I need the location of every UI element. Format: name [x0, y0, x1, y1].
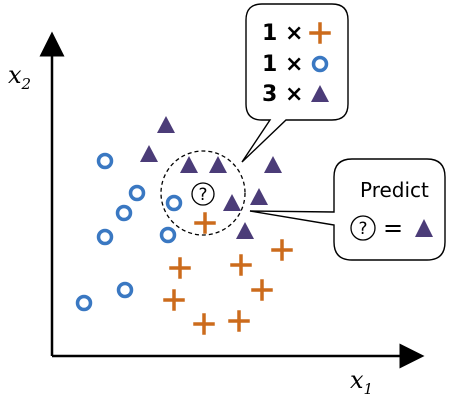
predict-query-symbol: ? [358, 219, 367, 239]
query-point: ? [191, 182, 215, 206]
predict-result-triangle-icon [415, 219, 433, 237]
circle-points [75, 152, 183, 312]
circle-point [165, 194, 183, 212]
predict-bubble: Predict ? = [249, 158, 446, 261]
neighbors-count-plus: 1 × [262, 21, 303, 46]
circle-point [116, 281, 134, 299]
plus-point [169, 257, 191, 279]
neighbors-bubble: 1 × 1 × 3 × [241, 3, 349, 163]
plus-point [228, 310, 250, 332]
triangle-point [140, 145, 158, 162]
predict-query-circle [350, 215, 376, 241]
predict-title: Predict [360, 178, 429, 202]
y-axis-label: x2 [8, 61, 31, 93]
triangle-point [223, 194, 241, 211]
circle-point [75, 294, 93, 312]
circle-point [96, 228, 114, 246]
plus-point [230, 254, 252, 276]
triangle-point [209, 156, 227, 173]
triangle-icon [311, 85, 329, 102]
triangle-point [157, 116, 175, 133]
neighborhood-circle [160, 150, 246, 236]
x-axis-label: x1 [350, 366, 373, 398]
plus-point [193, 313, 215, 335]
circle-point [159, 226, 177, 244]
neighbors-count-circle: 1 × [262, 52, 303, 77]
triangle-points [140, 116, 282, 239]
triangle-point [236, 222, 254, 239]
circle-point [115, 204, 133, 222]
plus-points [163, 212, 293, 335]
circle-point [128, 184, 146, 202]
triangle-point [250, 188, 268, 205]
plus-point [271, 239, 293, 261]
query-point-symbol: ? [198, 185, 207, 205]
plus-point [194, 212, 216, 234]
circle-icon [311, 55, 329, 73]
predict-equals: = [383, 214, 403, 242]
triangle-point [264, 156, 282, 173]
plus-icon [309, 22, 331, 44]
plus-point [251, 279, 273, 301]
plus-point [163, 289, 185, 311]
circle-point [96, 152, 114, 170]
neighbors-count-triangle: 3 × [262, 82, 303, 107]
triangle-point [180, 156, 198, 173]
